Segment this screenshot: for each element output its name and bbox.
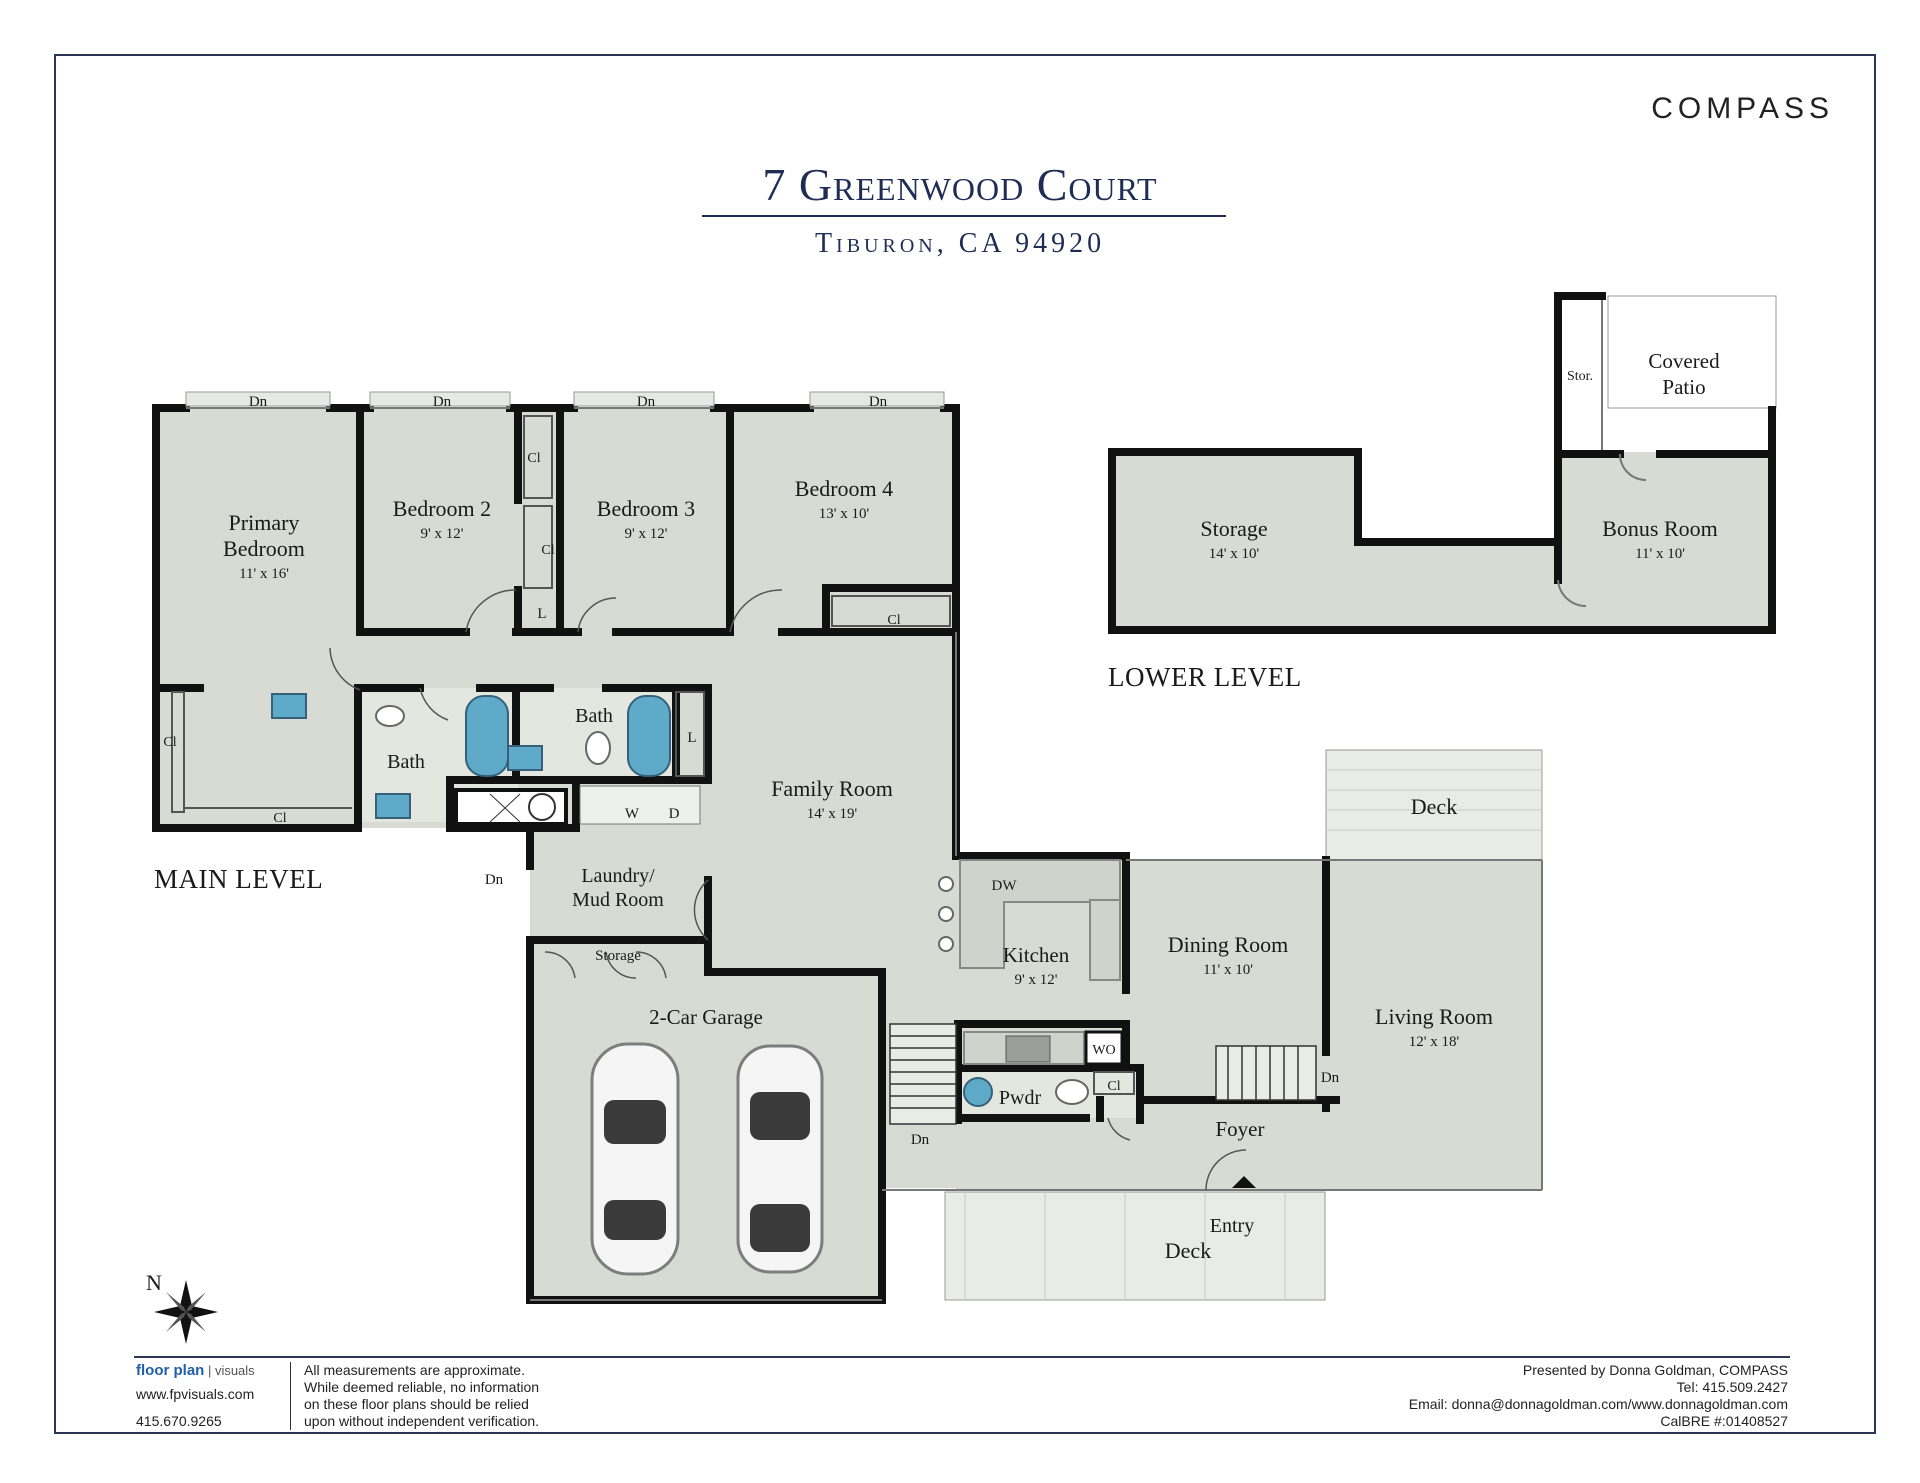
fpvisuals-logo: floor plan | visuals bbox=[136, 1362, 255, 1379]
kitchen-dims: 9' x 12' bbox=[1015, 972, 1058, 988]
closet-lines bbox=[171, 415, 1135, 1095]
primary-bedroom-label-1: Primary bbox=[229, 510, 300, 535]
foyer-label: Foyer bbox=[1216, 1117, 1265, 1141]
fixtures bbox=[271, 693, 1124, 1107]
covered-patio-label-2: Patio bbox=[1662, 375, 1705, 399]
north-compass-icon bbox=[154, 1280, 218, 1344]
page-border bbox=[54, 54, 1876, 1434]
deck-lower-label: Deck bbox=[1165, 1238, 1211, 1263]
stor-small-label: Stor. bbox=[1567, 369, 1593, 384]
disclaimer-line: on these floor plans should be relied bbox=[304, 1396, 529, 1412]
bedroom4-dims: 13' x 10' bbox=[819, 506, 870, 522]
closet-label-4: Cl bbox=[163, 735, 176, 750]
disclaimer-line: upon without independent verification. bbox=[304, 1413, 540, 1429]
presenter-email[interactable]: Email: donna@donnagoldman.com/www.donnag… bbox=[1408, 1396, 1788, 1412]
wall-oven-label: WO bbox=[1092, 1043, 1115, 1058]
bedroom3-dims: 9' x 12' bbox=[625, 526, 668, 542]
balcony-sills bbox=[185, 391, 945, 407]
laundry-label-2: Mud Room bbox=[572, 889, 664, 911]
deck-upper-label: Deck bbox=[1411, 794, 1457, 819]
compass-north-label: N bbox=[146, 1270, 162, 1295]
presenter-phone: Tel: 415.509.2427 bbox=[1676, 1379, 1788, 1395]
page-title: 7 Greenwood Court bbox=[762, 159, 1158, 210]
bedroom2-dims: 9' x 12' bbox=[421, 526, 464, 542]
patio-fill bbox=[1607, 295, 1777, 409]
bedroom4-label: Bedroom 4 bbox=[795, 476, 893, 501]
entry-label: Entry bbox=[1210, 1215, 1254, 1237]
deck-fills bbox=[944, 749, 1543, 1301]
family-room-label: Family Room bbox=[771, 776, 893, 801]
deck-boards bbox=[964, 769, 1542, 1300]
presenter-license: CalBRE #:01408527 bbox=[1660, 1413, 1788, 1429]
dining-room-label: Dining Room bbox=[1168, 932, 1288, 957]
bedroom2-label: Bedroom 2 bbox=[393, 496, 491, 521]
living-room-dims: 12' x 18' bbox=[1409, 1034, 1460, 1050]
fpvisuals-logo-sub: visuals bbox=[214, 1363, 255, 1378]
presenter-line: Presented by Donna Goldman, COMPASS bbox=[1522, 1362, 1788, 1378]
primary-bedroom-label-2: Bedroom bbox=[223, 536, 305, 561]
dn-label-5: Dn bbox=[485, 872, 504, 888]
linen-label-1: L bbox=[537, 606, 546, 622]
dn-label-6: Dn bbox=[911, 1132, 930, 1148]
lower-storage-dims: 14' x 10' bbox=[1209, 546, 1260, 562]
dn-label-3: Dn bbox=[637, 394, 656, 410]
door-swings bbox=[329, 589, 1247, 1191]
fpvisuals-logo-main: floor plan bbox=[136, 1362, 205, 1379]
closet-label-1: Cl bbox=[527, 451, 540, 466]
title-underline bbox=[702, 215, 1226, 217]
window-lines bbox=[186, 407, 1543, 1301]
dn-label-7: Dn bbox=[1321, 1070, 1340, 1086]
presenter-info: Presented by Donna Goldman, COMPASS Tel:… bbox=[1260, 1362, 1788, 1430]
dishwasher-label: DW bbox=[992, 878, 1018, 894]
disclaimer-line: While deemed reliable, no information bbox=[304, 1379, 540, 1395]
garage-cars bbox=[590, 1042, 824, 1276]
closet-label-3: Cl bbox=[887, 613, 900, 628]
entry-arrow-icon bbox=[1232, 1176, 1256, 1188]
brand-logo: COMPASS bbox=[1651, 92, 1834, 125]
powder-room-label: Pwdr bbox=[999, 1087, 1042, 1109]
kitchen-label: Kitchen bbox=[1003, 943, 1070, 967]
closet-label-5: Cl bbox=[273, 811, 286, 826]
footer-rule bbox=[134, 1356, 1790, 1358]
family-room-dims: 14' x 19' bbox=[807, 806, 858, 822]
footer-separator bbox=[290, 1362, 291, 1430]
living-room-label: Living Room bbox=[1375, 1004, 1493, 1029]
bedroom3-label: Bedroom 3 bbox=[597, 496, 695, 521]
covered-patio-label-1: Covered bbox=[1648, 349, 1720, 373]
bonus-room-label: Bonus Room bbox=[1602, 516, 1718, 541]
dn-label-1: Dn bbox=[249, 394, 268, 410]
lower-level-label: LOWER LEVEL bbox=[1108, 662, 1302, 692]
garage-label: 2-Car Garage bbox=[649, 1005, 763, 1029]
lower-walls bbox=[1108, 292, 1776, 634]
page-subtitle: Tiburon, CA 94920 bbox=[814, 228, 1106, 259]
room-labels: Primary Bedroom 11' x 16' Bedroom 2 9' x… bbox=[163, 349, 1720, 1263]
dining-room-dims: 11' x 10' bbox=[1203, 962, 1253, 978]
bath2-label: Bath bbox=[575, 705, 613, 727]
stairs bbox=[889, 1023, 1317, 1125]
disclaimer-line: All measurements are approximate. bbox=[304, 1362, 525, 1378]
fpvisuals-url[interactable]: www.fpvisuals.com bbox=[136, 1386, 255, 1402]
fpvisuals-phone: 415.670.9265 bbox=[136, 1413, 222, 1429]
primary-bedroom-dims: 11' x 16' bbox=[239, 566, 289, 582]
lower-storage-label: Storage bbox=[1200, 516, 1267, 541]
garage-storage-label: Storage bbox=[595, 948, 641, 964]
bonus-room-dims: 11' x 10' bbox=[1635, 546, 1685, 562]
main-level-label: MAIN LEVEL bbox=[154, 864, 324, 894]
closet-label-6: Cl bbox=[1107, 1079, 1120, 1094]
bath1-label: Bath bbox=[387, 751, 425, 773]
dryer-label: D bbox=[669, 806, 680, 822]
disclaimer: All measurements are approximate. While … bbox=[304, 1362, 634, 1430]
closet-label-2: Cl bbox=[541, 543, 554, 558]
linen-label-2: L bbox=[687, 730, 696, 746]
lower-floor-fills bbox=[1112, 452, 1772, 630]
washer-label: W bbox=[625, 806, 640, 822]
lower-thin-lines bbox=[1557, 300, 1647, 608]
dn-label-2: Dn bbox=[433, 394, 452, 410]
laundry-label-1: Laundry/ bbox=[581, 865, 655, 887]
dn-label-4: Dn bbox=[869, 394, 888, 410]
